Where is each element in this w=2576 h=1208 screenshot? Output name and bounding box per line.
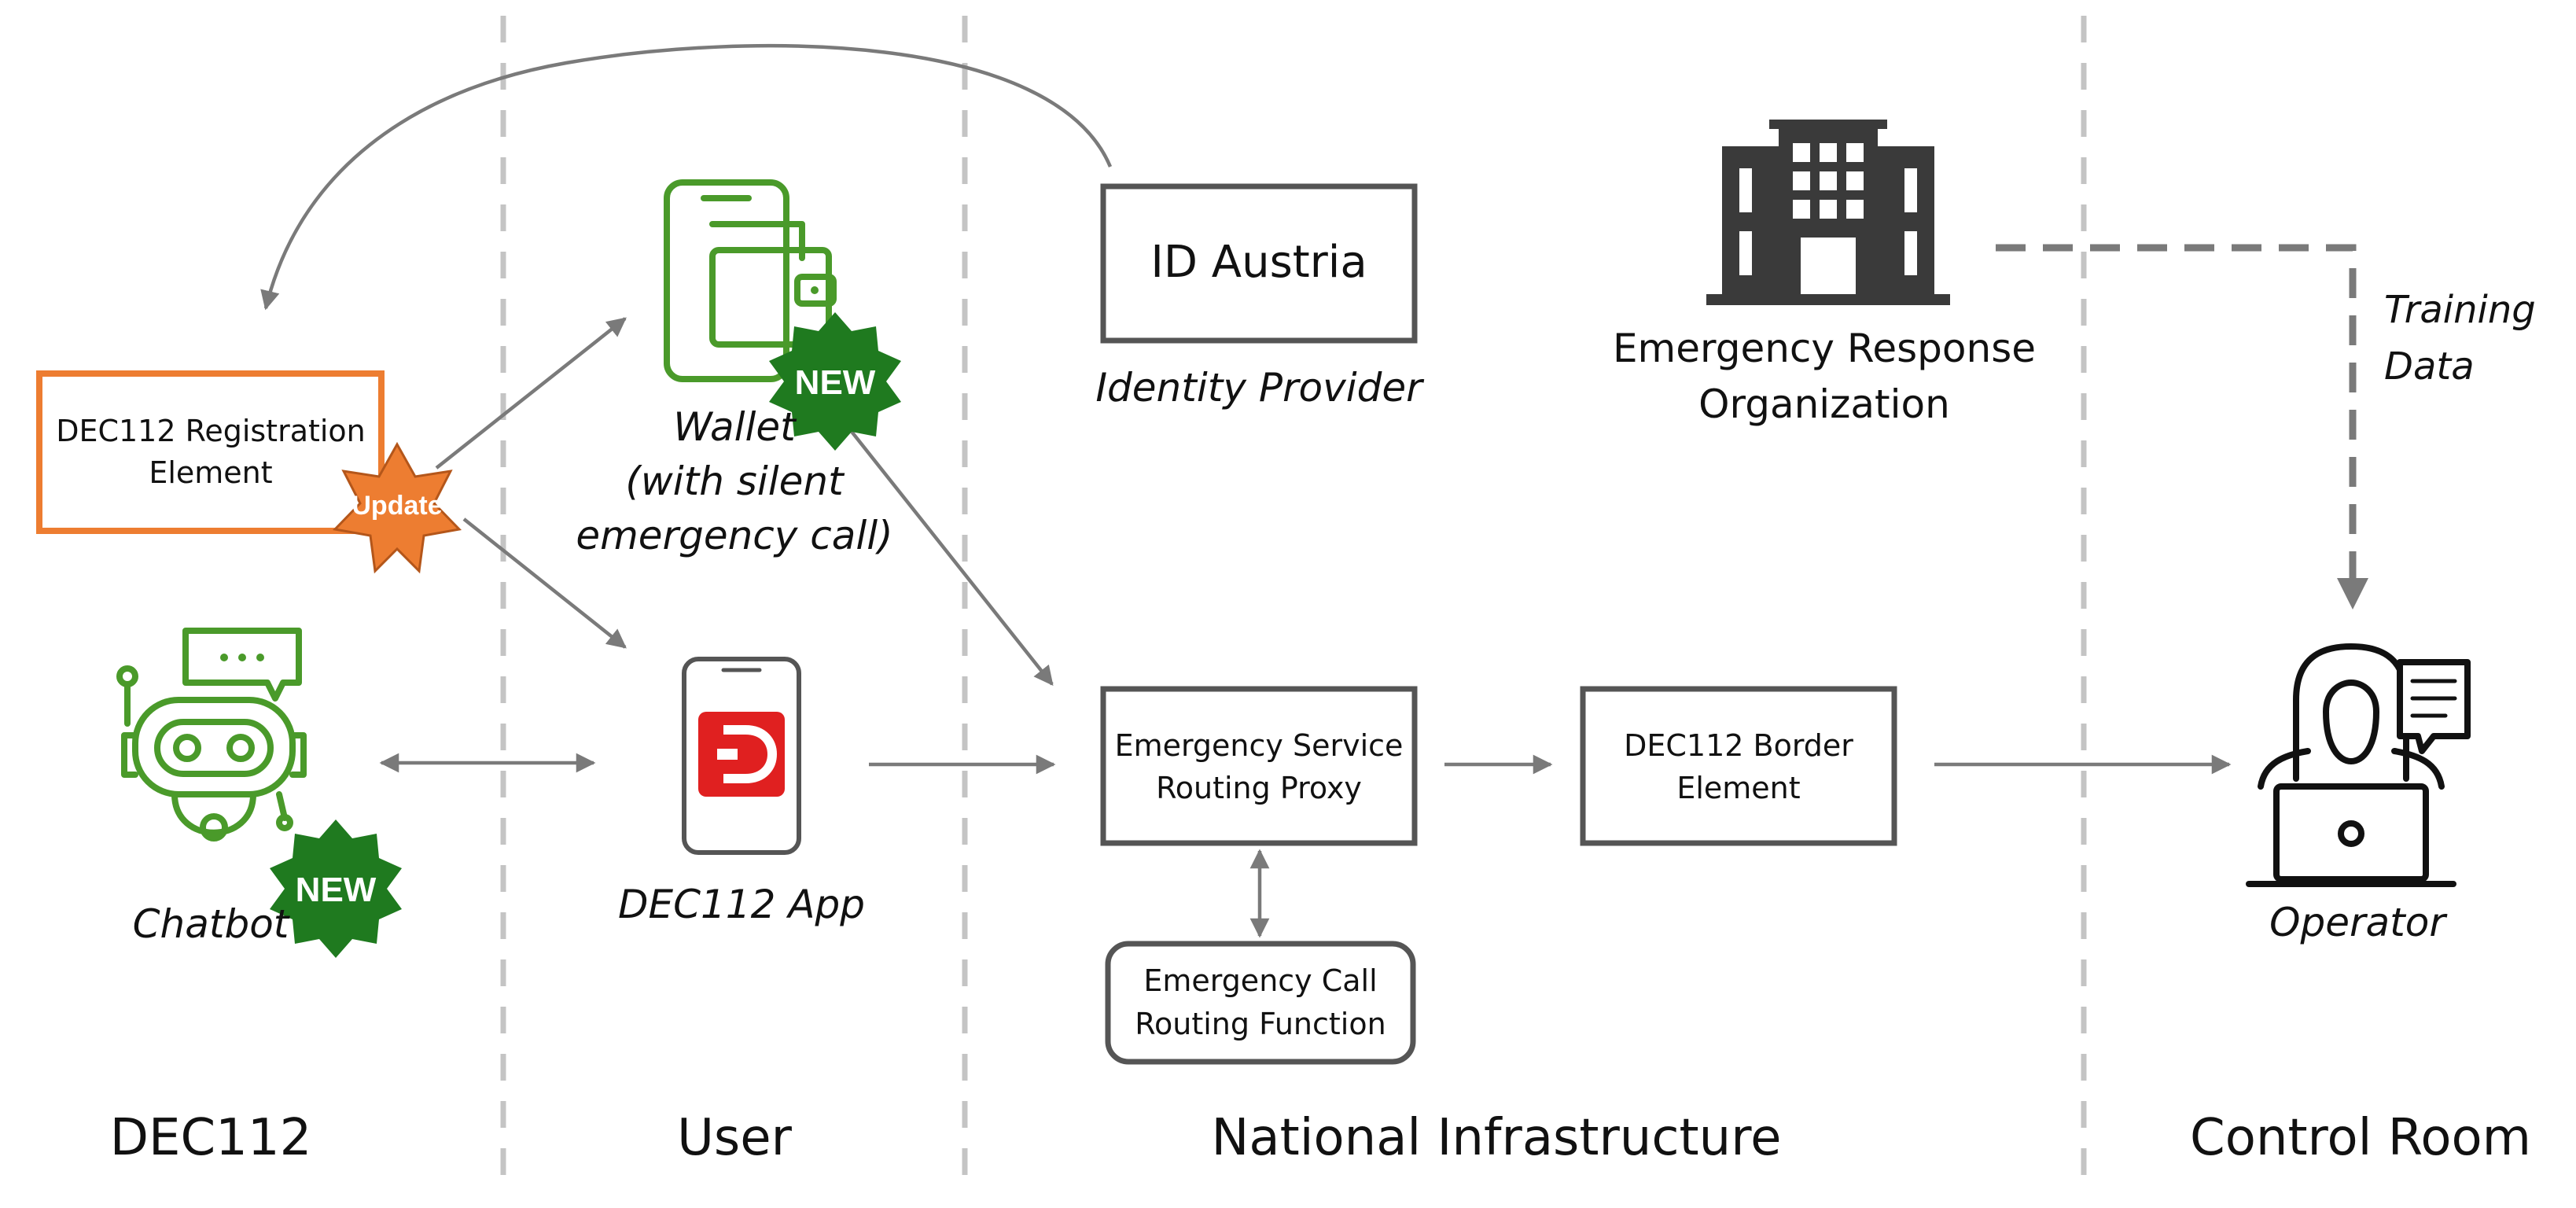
training-data-label: Training Data	[2384, 288, 2536, 389]
phone-wallet-icon	[664, 179, 837, 382]
arrow-training-data	[1996, 244, 2357, 598]
chatbot: NEW Chatbot	[116, 628, 402, 958]
esrp-box	[1100, 686, 1418, 846]
wallet-label-line3: emergency call)	[576, 513, 892, 558]
wallet-new-badge-label: NEW	[795, 363, 876, 402]
smartphone-app-icon	[682, 657, 801, 855]
chatbot-label: Chatbot	[133, 901, 291, 947]
update-badge-star	[332, 441, 462, 574]
ecrf: Emergency Call Routing Function	[1105, 941, 1416, 1065]
ecrf-label-line2: Routing Function	[1135, 1007, 1386, 1041]
id-austria-label: ID Austria	[1150, 237, 1367, 288]
operator-laptop-icon	[2246, 643, 2471, 887]
esrp-label-line2: Routing Proxy	[1156, 771, 1362, 805]
training-data-line2: Data	[2384, 344, 2475, 389]
arrow-registration-to-app	[462, 517, 627, 649]
esrp-label-line1: Emergency Service	[1115, 728, 1404, 763]
chatbot-new-badge-label: NEW	[296, 871, 377, 909]
ecrf-box	[1105, 941, 1416, 1065]
border-element-label-line2: Element	[1676, 771, 1800, 805]
border-element: DEC112 Border Element	[1580, 686, 1897, 846]
emergency-response-organization: Emergency Response Organization	[1613, 120, 2036, 427]
update-badge-label: Update	[351, 491, 442, 521]
column-labels: DEC112 User National Infrastructure Cont…	[110, 1109, 2531, 1167]
update-badge: Update	[332, 441, 462, 574]
border-element-box	[1580, 686, 1897, 846]
wallet-label-line2: (with silent	[625, 459, 845, 504]
arrow-training-data-head	[2337, 578, 2368, 610]
robot-chat-icon	[116, 628, 307, 842]
arrow-idaustria-to-registration	[260, 44, 1113, 311]
id-austria-box	[1100, 183, 1418, 344]
training-data-line1: Training	[2384, 288, 2536, 332]
registration-label-line1: DEC112 Registration	[56, 414, 366, 448]
column-label-national-infrastructure: National Infrastructure	[1212, 1109, 1782, 1167]
esrp: Emergency Service Routing Proxy	[1100, 686, 1418, 846]
chatbot-new-badge: NEW	[270, 819, 402, 958]
wallet: NEW Wallet (with silent emergency call)	[576, 179, 901, 558]
dec112-app: DEC112 App	[618, 657, 865, 927]
operator: Operator	[2246, 643, 2471, 945]
app-label: DEC112 App	[618, 882, 865, 927]
operator-label: Operator	[2269, 900, 2448, 945]
registration-element: DEC112 Registration Element Update	[36, 370, 462, 574]
column-dividers	[500, 16, 2087, 1195]
office-building-icon	[1706, 120, 1950, 305]
identity-provider-caption: Identity Provider	[1095, 365, 1425, 411]
ecrf-label-line1: Emergency Call	[1143, 963, 1377, 998]
wallet-new-badge: NEW	[769, 312, 901, 451]
id-austria: ID Austria Identity Provider	[1095, 183, 1425, 411]
column-label-control-room: Control Room	[2190, 1109, 2531, 1167]
registration-box	[36, 370, 385, 534]
border-element-label-line1: DEC112 Border	[1624, 728, 1853, 763]
arrow-wallet-to-esrp	[848, 427, 1054, 686]
ero-label-line2: Organization	[1698, 381, 1950, 427]
connectors	[260, 44, 2368, 938]
ero-label-line1: Emergency Response	[1613, 326, 2036, 371]
column-label-dec112: DEC112	[110, 1109, 312, 1167]
arrow-registration-to-wallet	[435, 317, 627, 470]
registration-label-line2: Element	[149, 455, 272, 490]
wallet-label-line1: Wallet	[673, 404, 797, 450]
column-label-user: User	[677, 1109, 793, 1167]
